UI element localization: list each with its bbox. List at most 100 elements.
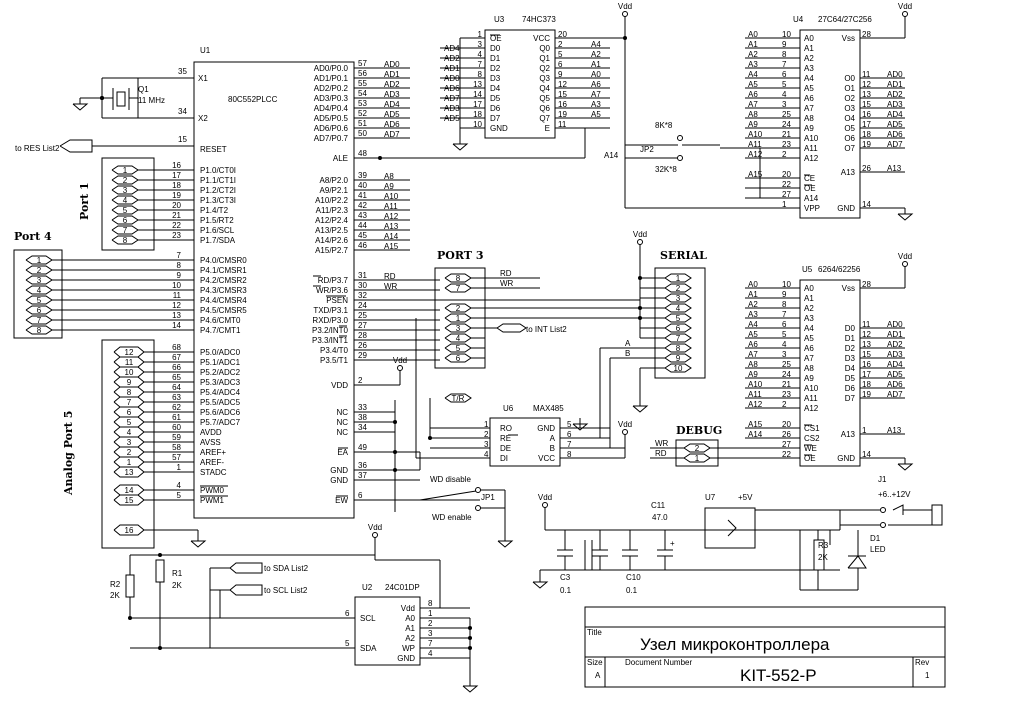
u1-pin-num: 10 [172,281,181,290]
net-label: AD7 [887,390,903,399]
u4-pin-name: O5 [844,124,855,133]
pin-num: 9 [676,354,681,363]
u4-pin-name: CE [804,174,815,183]
pin-num: 7 [782,310,787,319]
pin-num: 25 [782,110,791,119]
u1-pin-name: AD5/P0.5 [314,114,349,123]
junction [158,553,162,557]
pin-num: 17 [862,120,871,129]
u1-pin-name: P4.3/CMSR3 [200,286,247,295]
u6-pin-name: A [550,434,556,443]
pin-num: 3 [456,324,461,333]
u1-pin-name: P5.7/ADC7 [200,418,241,427]
junction [638,276,642,280]
pin-num: 5 [456,344,461,353]
vdd-label: Vdd [368,523,382,532]
net-label: A1 [748,290,758,299]
u5-pin-name: A7 [804,354,814,363]
u5-pin-name: A13 [841,430,856,439]
c11-ref: C11 [651,501,666,510]
pin-num: 7 [456,284,461,293]
u1-pin-num: 57 [358,59,367,68]
pin-shape [25,305,53,315]
port1-body [101,157,155,251]
pin-shape [664,283,692,293]
net-label: A9 [748,370,758,379]
net-label: AD7 [887,140,903,149]
u1-pin-name: P1.4/T2 [200,206,229,215]
u2-pin-name: A1 [405,624,415,633]
u6-body [489,417,561,467]
u3-pin-name: Q2 [539,64,550,73]
u1-pin-num: 6 [358,491,363,500]
terminal [677,135,683,141]
net-label: AD4 [887,110,903,119]
ground-symbol [532,581,549,589]
u3-pin-name: Q3 [539,74,550,83]
pin-num: 20 [782,170,791,179]
pin-shape [664,273,692,283]
pin-num: 3 [676,294,681,303]
pin-num: 34 [178,107,187,116]
pin-shape [25,325,53,335]
net-label: AD2 [384,80,400,89]
u1-pin-num: 9 [177,271,182,280]
pin-num: 4 [456,334,461,343]
net-label: A6 [748,340,758,349]
pin-num: 9 [782,290,787,299]
pin-shape [444,353,472,363]
net-label: AD1 [887,80,903,89]
net-label: WR [655,439,669,448]
u1-pin-name: P1.6/SCL [200,226,235,235]
pin-num: 11 [558,120,567,129]
u1-pin-num: 30 [358,281,367,290]
pin-shape [113,494,145,506]
pin-shape [664,343,692,353]
terminal [637,239,643,245]
u6-part: MAX485 [533,404,564,413]
u4-pin-name: A13 [841,168,856,177]
u5-pin-name: A1 [804,294,814,303]
u1-pin-name: P5.6/ADC6 [200,408,241,417]
pin-num: 27 [782,440,791,449]
net-label: AD6 [887,130,903,139]
net-label: A15 [384,242,399,251]
pin-num: 16 [558,100,567,109]
debug-body [675,439,719,467]
u1-pin-name: A14/P2.6 [315,236,348,245]
u1-pin-num: 38 [358,413,367,422]
pin-num: 7 [782,60,787,69]
u1-pin-name: AD6/P0.6 [314,124,349,133]
pin-num: 21 [782,380,791,389]
pin-num: 8 [478,70,483,79]
pin-num: 7 [567,440,572,449]
pin-shape [664,303,692,313]
u1-pin-name: RD/P3.7 [318,276,349,285]
u1-pin-num: 62 [172,403,181,412]
c3-value: 0.1 [560,586,572,595]
u4-pin-name: A14 [804,194,819,203]
u1-pin-name: P1.5/RT2 [200,216,234,225]
u1-pin-name: A8/P2.0 [320,176,349,185]
pin-num: 5 [37,296,42,305]
u1-pin-num: 8 [177,261,182,270]
pin-num: 10 [782,280,791,289]
pin-num: 19 [862,140,871,149]
u1-pin-num: 25 [358,311,367,320]
pin-shape [444,283,472,293]
pin-num: 28 [862,30,871,39]
pin-shape [111,165,139,175]
u1-pin-num: 22 [172,221,181,230]
u4-pin-name: A9 [804,124,814,133]
u1-pin-num: 65 [172,373,181,382]
junction [468,636,472,640]
net-label: AD6 [887,380,903,389]
pin-num: 2 [695,444,700,453]
u1-pin-num: 31 [358,271,367,280]
net-label: AD0 [384,60,400,69]
u1-pin-num: 19 [172,191,181,200]
vdd-label: Vdd [898,252,912,261]
pin-num: 12 [125,348,134,357]
pin-num: 6 [37,306,42,315]
net-label: A3 [748,60,758,69]
